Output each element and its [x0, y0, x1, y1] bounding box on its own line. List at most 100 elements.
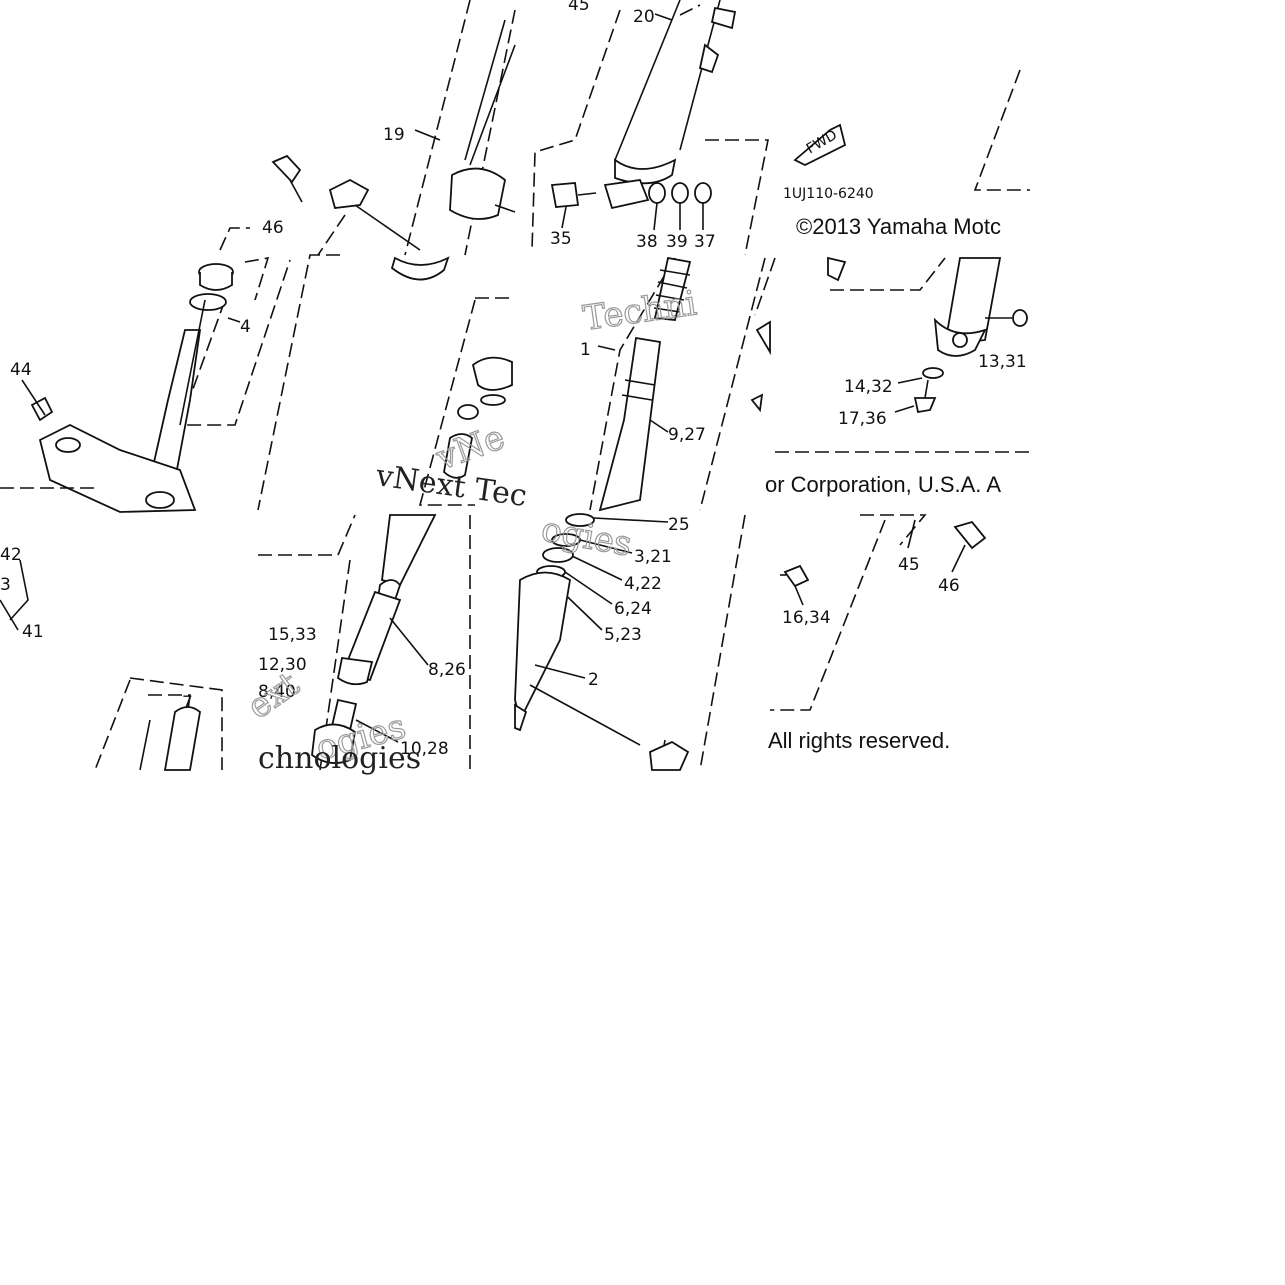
assembly-boundary — [178, 259, 291, 426]
copyright-line-3: All rights reserved. — [768, 728, 950, 753]
o-ring — [480, 394, 506, 406]
callout-1: 1 — [580, 340, 591, 360]
spring-seat — [443, 433, 473, 479]
callout-7: 7 — [182, 693, 193, 713]
tube-edge — [755, 320, 771, 356]
tile-top-left — [219, 0, 516, 281]
callout-39: 39 — [666, 232, 688, 252]
clamp-fragment — [649, 740, 690, 771]
bolt-17-shank — [924, 379, 929, 399]
callout-45-right: 45 — [898, 555, 920, 575]
callout-8-40: 8,40 — [258, 682, 296, 702]
assembly-boundary — [219, 227, 250, 251]
callout-19: 19 — [383, 125, 405, 145]
dust-seal-25 — [565, 513, 595, 527]
bracket-hole — [55, 437, 81, 453]
callout-16-34: 16,34 — [782, 608, 831, 628]
tube-lug — [514, 703, 528, 732]
leader-line — [794, 585, 804, 606]
tile-lower-middle — [258, 514, 471, 771]
assembly-boundary — [705, 139, 769, 256]
oil-seal-4 — [542, 547, 574, 563]
callout-45: 45 — [568, 0, 590, 15]
leader-line — [951, 544, 966, 573]
assembly-boundary — [418, 299, 476, 506]
cap-bolt — [471, 356, 513, 391]
leader-line — [597, 345, 616, 351]
tube-edge — [750, 393, 764, 413]
clamp-bracket — [328, 178, 370, 209]
callout-5-23: 5,23 — [604, 625, 642, 645]
tile-middle-left — [21, 256, 291, 513]
watermark-text: Techni — [581, 283, 699, 338]
nut-37 — [694, 182, 712, 204]
bolt-17 — [913, 397, 937, 414]
tile-middle — [257, 254, 513, 511]
callout-17-36: 17,36 — [838, 409, 887, 429]
callout-4-22: 4,22 — [624, 574, 662, 594]
assembly-boundary — [830, 257, 946, 291]
callout-14-32: 14,32 — [844, 377, 893, 397]
leader-line — [534, 664, 586, 679]
leader-line — [649, 419, 669, 433]
tile-lower-left — [0, 487, 223, 771]
outer-tube-20 — [614, 0, 681, 161]
leader-line — [227, 317, 241, 323]
fork-bracket-19 — [449, 167, 506, 220]
callout-37: 37 — [694, 232, 716, 252]
bolt-35 — [550, 182, 580, 208]
washer-14 — [922, 367, 944, 379]
tile-top-middle — [531, 0, 769, 256]
rod-8 — [340, 590, 402, 682]
watermark-text: vNe — [430, 417, 510, 479]
assembly-boundary — [244, 256, 270, 301]
tube-mount-lug — [710, 6, 737, 30]
leader-line — [894, 405, 915, 413]
leader-line — [9, 559, 29, 621]
tile-top-right: FWD 1UJ110-6240 ©2013 Yamaha Motc — [783, 69, 1030, 239]
bracket-tab — [494, 204, 516, 213]
callout-2: 2 — [588, 670, 599, 690]
leader-line — [0, 599, 19, 631]
drawing-code: 1UJ110-6240 — [783, 186, 874, 202]
leader-line — [907, 519, 916, 549]
callout-labels: 45 20 19 46 4 44 35 38 39 37 1 9,27 13,3… — [0, 0, 1027, 759]
outer-tube-2 — [514, 571, 571, 723]
fork-tube-19 — [464, 19, 506, 161]
rod-collar — [337, 656, 374, 686]
outer-tube-right — [943, 257, 1002, 347]
damper-rod-9 — [598, 336, 662, 512]
rod-upper — [381, 514, 437, 587]
callout-6-24: 6,24 — [614, 599, 652, 619]
tile-lower-center — [514, 513, 746, 771]
assembly-boundary — [404, 0, 471, 256]
assembly-boundary — [94, 679, 131, 771]
outer-tube-20 — [679, 0, 721, 151]
axle-holder — [603, 179, 650, 210]
leader-line — [654, 13, 673, 21]
callout-3-21: 3,21 — [634, 547, 672, 567]
leader-line — [21, 379, 46, 416]
washer-39 — [671, 182, 689, 204]
bearing — [199, 272, 233, 291]
tile-middle-center — [589, 256, 771, 512]
assembly-boundary — [531, 9, 621, 251]
watermark-text: chnologies — [258, 741, 421, 776]
callout-38: 38 — [636, 232, 658, 252]
leader-line — [289, 179, 303, 203]
assembly-boundary — [754, 257, 776, 316]
assembly-boundary — [679, 4, 701, 16]
callout-46-right: 46 — [938, 576, 960, 596]
axle-hole — [952, 332, 968, 348]
leader-line — [653, 202, 704, 231]
part-fragment — [827, 256, 847, 282]
callout-42: 42 — [0, 545, 22, 565]
assembly-boundary — [317, 214, 346, 256]
bolt-46 — [953, 520, 987, 550]
leader-line — [529, 684, 641, 746]
leader-line — [389, 617, 429, 666]
leader-line — [414, 129, 441, 141]
oil-lock-piece — [311, 723, 356, 764]
stem-line — [179, 299, 206, 426]
